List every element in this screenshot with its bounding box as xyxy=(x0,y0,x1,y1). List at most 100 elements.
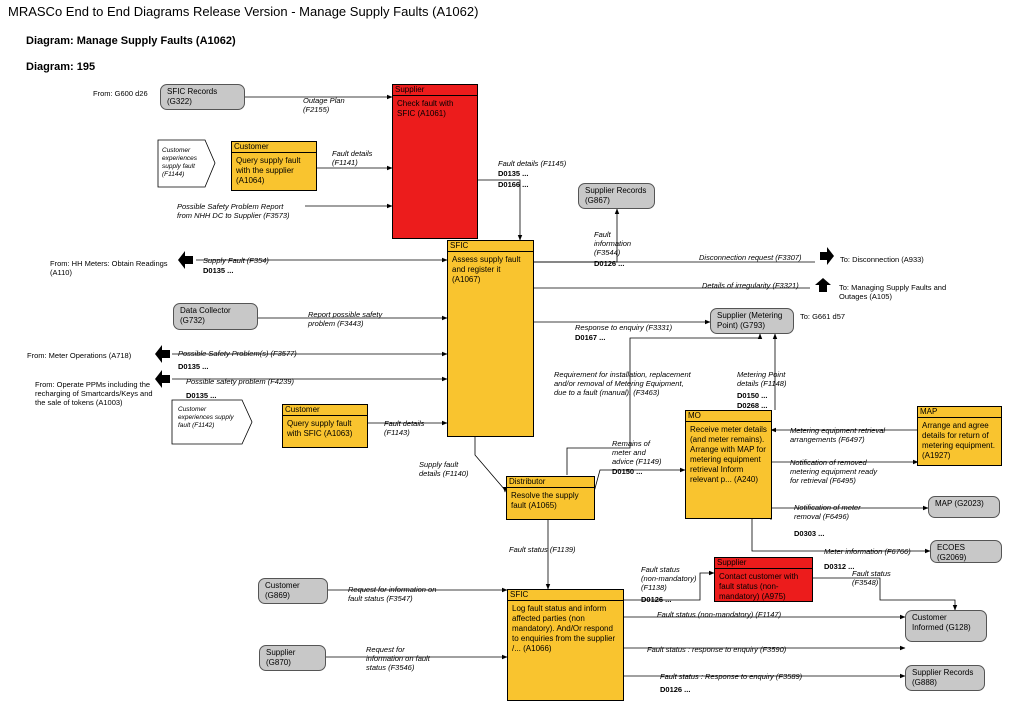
process-text: Arrange and agree details for return of … xyxy=(922,421,995,460)
label-fault-status-f1139: Fault status (F1139) xyxy=(509,545,576,554)
process-supplier-check[interactable]: Supplier Check fault with SFIC (A1061) xyxy=(392,84,478,239)
link-requirement xyxy=(566,333,763,475)
process-role: MO xyxy=(686,411,771,422)
label-d0135-d: D0135 ... xyxy=(186,391,217,400)
external-ecoes[interactable]: ECOES (G2069) xyxy=(930,540,1002,563)
process-text: Check fault with SFIC (A1061) xyxy=(397,99,454,118)
label-d0135-b: D0135 ... xyxy=(203,266,234,275)
label-d0126-c: D0126 ... xyxy=(660,685,691,694)
link-meter-info xyxy=(751,518,931,554)
diagram-name: Diagram: Manage Supply Faults (A1062) xyxy=(26,35,236,47)
label-fault-f1145: Fault details (F1145) xyxy=(498,159,567,168)
trigger-shape-2 xyxy=(171,399,253,445)
label-from-g600: From: G600 d26 xyxy=(93,89,148,98)
label-d0126-b: D0126 ... xyxy=(641,595,672,604)
process-mo[interactable]: MO Receive meter details (and meter rema… xyxy=(685,410,772,519)
process-text: Receive meter details (and meter remains… xyxy=(690,425,767,484)
process-supplier-contact[interactable]: Supplier Contact customer with fault sta… xyxy=(714,557,813,602)
process-role: MAP xyxy=(918,407,1001,418)
process-role: SFIC xyxy=(448,241,533,252)
external-customer-g869[interactable]: Customer (G869) xyxy=(258,578,328,604)
link-remains xyxy=(593,467,686,493)
process-text: Query supply fault with SFIC (A1063) xyxy=(287,419,353,438)
label-requirement-install: Requirement for installation, replacemen… xyxy=(554,370,691,397)
process-text: Log fault status and inform affected par… xyxy=(512,604,616,653)
link-f3548 xyxy=(812,577,958,611)
process-role: Customer xyxy=(283,405,367,416)
label-d0303: D0303 ... xyxy=(794,529,825,538)
process-customer-query-supplier[interactable]: Customer Query supply fault with the sup… xyxy=(231,141,317,191)
label-details-irregularity: Details of irregularity (F3321) xyxy=(702,281,799,290)
label-safety-f4239: Possible safety problem (F4239) xyxy=(186,377,294,386)
label-to-disconnection: To: Disconnection (A933) xyxy=(840,255,924,264)
label-fault-f1141: Fault details(F1141) xyxy=(332,149,373,167)
label-outage-plan: Outage Plan(F2155) xyxy=(303,96,345,114)
external-supplier-records-g867[interactable]: Supplier Records (G867) xyxy=(578,183,655,209)
offpage-arrow-left-1 xyxy=(178,251,193,269)
label-d0135-c: D0135 ... xyxy=(178,362,209,371)
offpage-arrow-right-1 xyxy=(820,247,834,265)
process-role: SFIC xyxy=(508,590,623,601)
offpage-arrow-left-3 xyxy=(155,370,170,388)
label-from-meter-ops: From: Meter Operations (A718) xyxy=(27,351,132,360)
process-role: Supplier xyxy=(393,85,477,96)
diagram-number: Diagram: 195 xyxy=(26,61,96,73)
offpage-arrow-left-2 xyxy=(155,345,170,363)
process-text: Contact customer with fault status (non-… xyxy=(719,572,799,601)
label-d0167: D0167 ... xyxy=(575,333,606,342)
label-fault-status-f3590: Fault status : response to enquiry (F359… xyxy=(647,645,787,654)
external-supplier-g870[interactable]: Supplier (G870) xyxy=(259,645,326,671)
label-fault-status-f1147: Fault status (non-mandatory) (F1147) xyxy=(657,610,782,619)
external-map-g2023[interactable]: MAP (G2023) xyxy=(928,496,1000,518)
process-role: Customer xyxy=(232,142,316,153)
process-text: Query supply fault with the supplier (A1… xyxy=(236,156,301,185)
process-sfic-log[interactable]: SFIC Log fault status and inform affecte… xyxy=(507,589,624,701)
external-supplier-records-g888[interactable]: Supplier Records (G888) xyxy=(905,665,985,691)
label-to-g661: To: G661 d57 xyxy=(800,312,846,321)
label-d0268: D0268 ... xyxy=(737,401,768,410)
link-f1140 xyxy=(474,436,508,493)
external-supplier-metering-point[interactable]: Supplier (Metering Point) (G793) xyxy=(710,308,794,334)
trigger-shape-1 xyxy=(157,139,216,188)
label-d0166: D0166 ... xyxy=(498,180,529,189)
process-sfic-assess[interactable]: SFIC Assess supply fault and register it… xyxy=(447,240,534,437)
external-sfic-records[interactable]: SFIC Records (G322) xyxy=(160,84,245,110)
label-meter-information: Meter information (F6766) xyxy=(824,547,911,556)
label-from-hh-meters: From: HH Meters: Obtain Readings(A110) xyxy=(50,259,168,277)
page-title: MRASCo End to End Diagrams Release Versi… xyxy=(8,4,479,19)
label-d0135-a: D0135 ... xyxy=(498,169,529,178)
process-customer-query-sfic[interactable]: Customer Query supply fault with SFIC (A… xyxy=(282,404,368,448)
link-f1138 xyxy=(623,570,715,601)
label-fault-f1143: Fault details(F1143) xyxy=(384,419,425,437)
link-fault-f1145 xyxy=(476,179,523,241)
external-customer-informed[interactable]: Customer Informed (G128) xyxy=(905,610,987,642)
label-disconnection-request: Disconnection request (F3307) xyxy=(699,253,802,262)
label-safety-f3577: Possible Safety Problem(s) (F3577) xyxy=(178,349,297,358)
label-d0150-b: D0150 ... xyxy=(612,467,643,476)
external-data-collector[interactable]: Data Collector (G732) xyxy=(173,303,258,330)
process-distributor[interactable]: Distributor Resolve the supply fault (A1… xyxy=(506,476,595,520)
label-fault-status-f3589: Fault status : Response to enquiry (F358… xyxy=(660,672,803,681)
label-d0126-a: D0126 ... xyxy=(594,259,625,268)
label-supply-fault-f354: Supply Fault (F354) xyxy=(203,256,269,265)
label-response-f3331: Response to enquiry (F3331) xyxy=(575,323,673,332)
label-fault-status-nm: Fault status(non-mandatory)(F1138) xyxy=(641,565,697,592)
label-fault-status-f3548: Fault status(F3548) xyxy=(852,569,891,587)
offpage-arrow-up-1 xyxy=(815,278,831,292)
process-map[interactable]: MAP Arrange and agree details for return… xyxy=(917,406,1002,466)
label-d0150-a: D0150 ... xyxy=(737,391,768,400)
